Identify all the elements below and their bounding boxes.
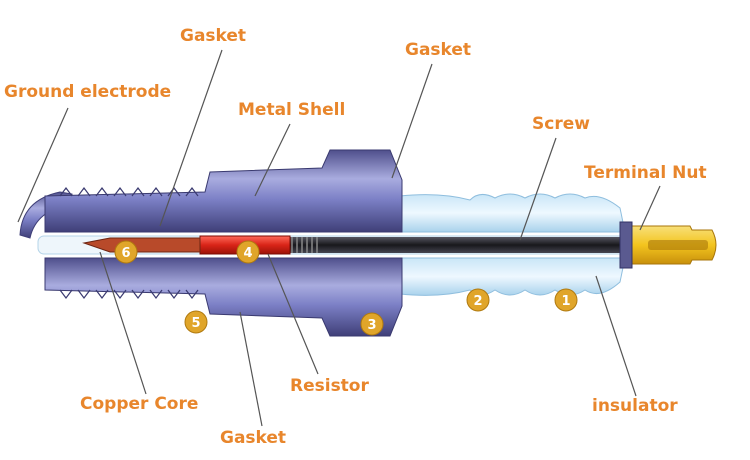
leader-terminal-nut [639, 185, 661, 231]
label-gasket-bottom: Gasket [220, 428, 287, 448]
label-terminal-nut: Terminal Nut [584, 163, 707, 183]
leader-metal-shell [254, 123, 291, 197]
thread-ridges-bottom [59, 289, 199, 299]
leader-insulator [595, 275, 637, 397]
label-copper-core: Copper Core [80, 394, 199, 414]
label-metal-shell: Metal Shell [238, 100, 346, 120]
label-gasket-top-right: Gasket [405, 40, 472, 60]
insulator-bottom-shape [399, 257, 626, 296]
leader-screw [519, 137, 557, 241]
leader-lines [17, 49, 661, 427]
badge-2: 2 [466, 288, 490, 312]
screw-rod-shape [290, 237, 630, 253]
badge-5-text: 5 [191, 316, 200, 331]
badge-4-text: 4 [243, 246, 252, 261]
label-resistor: Resistor [290, 376, 369, 396]
badge-5: 5 [184, 310, 208, 334]
copper-core-shape [82, 237, 201, 253]
leader-gasket-top-right [391, 63, 433, 179]
metal-shell-top [44, 149, 403, 233]
label-screw: Screw [532, 114, 590, 134]
leader-ground-electrode [17, 107, 69, 223]
insulator-top-shape [399, 193, 626, 233]
terminal-collar [619, 221, 633, 269]
badge-6: 6 [114, 240, 138, 264]
badge-3: 3 [360, 312, 384, 336]
badge-3-text: 3 [367, 318, 376, 333]
badge-1: 1 [554, 288, 578, 312]
label-insulator: insulator [592, 396, 678, 416]
leader-resistor [267, 253, 319, 375]
badge-4: 4 [236, 240, 260, 264]
metal-shell-bottom [44, 257, 403, 337]
resistor-spring [291, 237, 318, 253]
terminal-slot [648, 240, 708, 250]
leader-gasket-bottom [239, 311, 263, 427]
badge-6-text: 6 [121, 246, 130, 261]
leader-gasket-top-left [159, 49, 223, 227]
badge-1-text: 1 [561, 294, 570, 309]
label-ground-electrode: Ground electrode [4, 82, 172, 102]
label-gasket-top-left: Gasket [180, 26, 247, 46]
leader-copper-core [99, 251, 147, 395]
badge-2-text: 2 [473, 294, 482, 309]
